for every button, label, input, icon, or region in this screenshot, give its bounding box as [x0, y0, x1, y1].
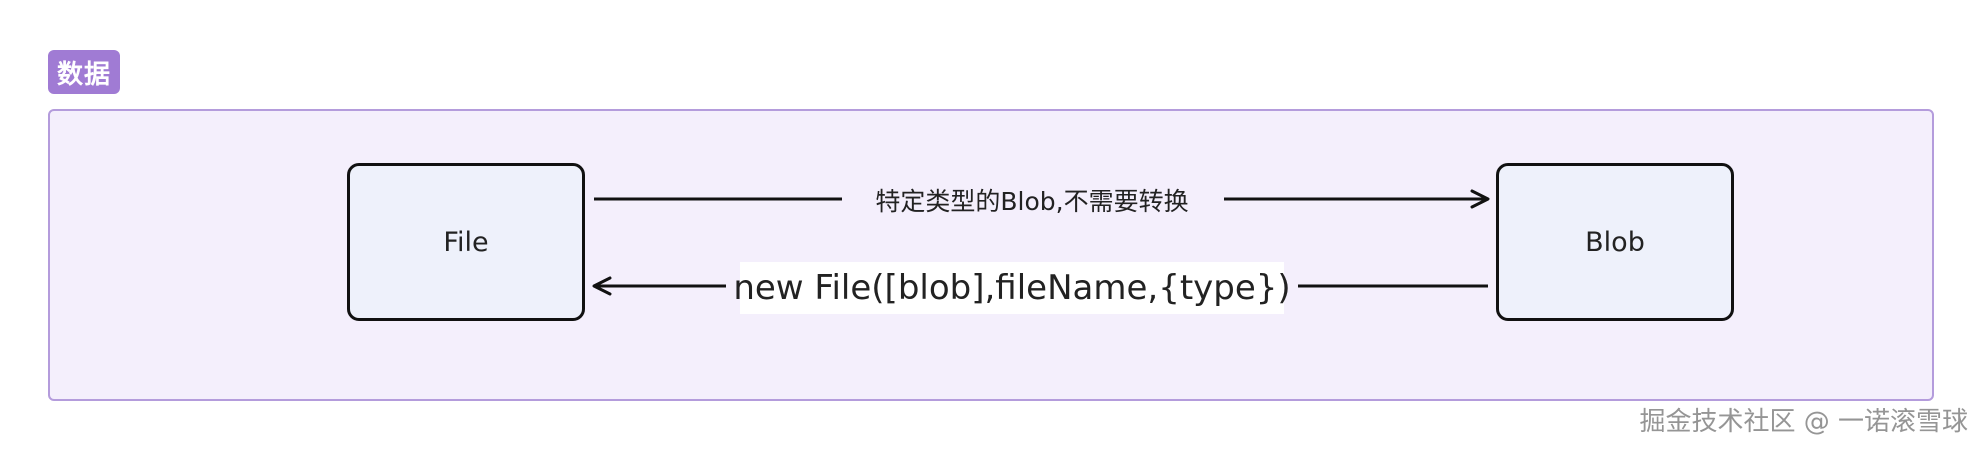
- node-blob: Blob: [1496, 163, 1734, 321]
- node-blob-label: Blob: [1585, 226, 1645, 258]
- edge-label-blob-to-file: new File([blob],fileName,{type}): [733, 262, 1291, 314]
- group-title-badge: 数据: [48, 50, 120, 94]
- node-file: File: [347, 163, 585, 321]
- edge-label-file-to-blob: 特定类型的Blob,不需要转换: [875, 187, 1189, 216]
- watermark-text: 掘金技术社区 @ 一诺滚雪球: [1639, 407, 1968, 437]
- node-file-label: File: [443, 226, 489, 258]
